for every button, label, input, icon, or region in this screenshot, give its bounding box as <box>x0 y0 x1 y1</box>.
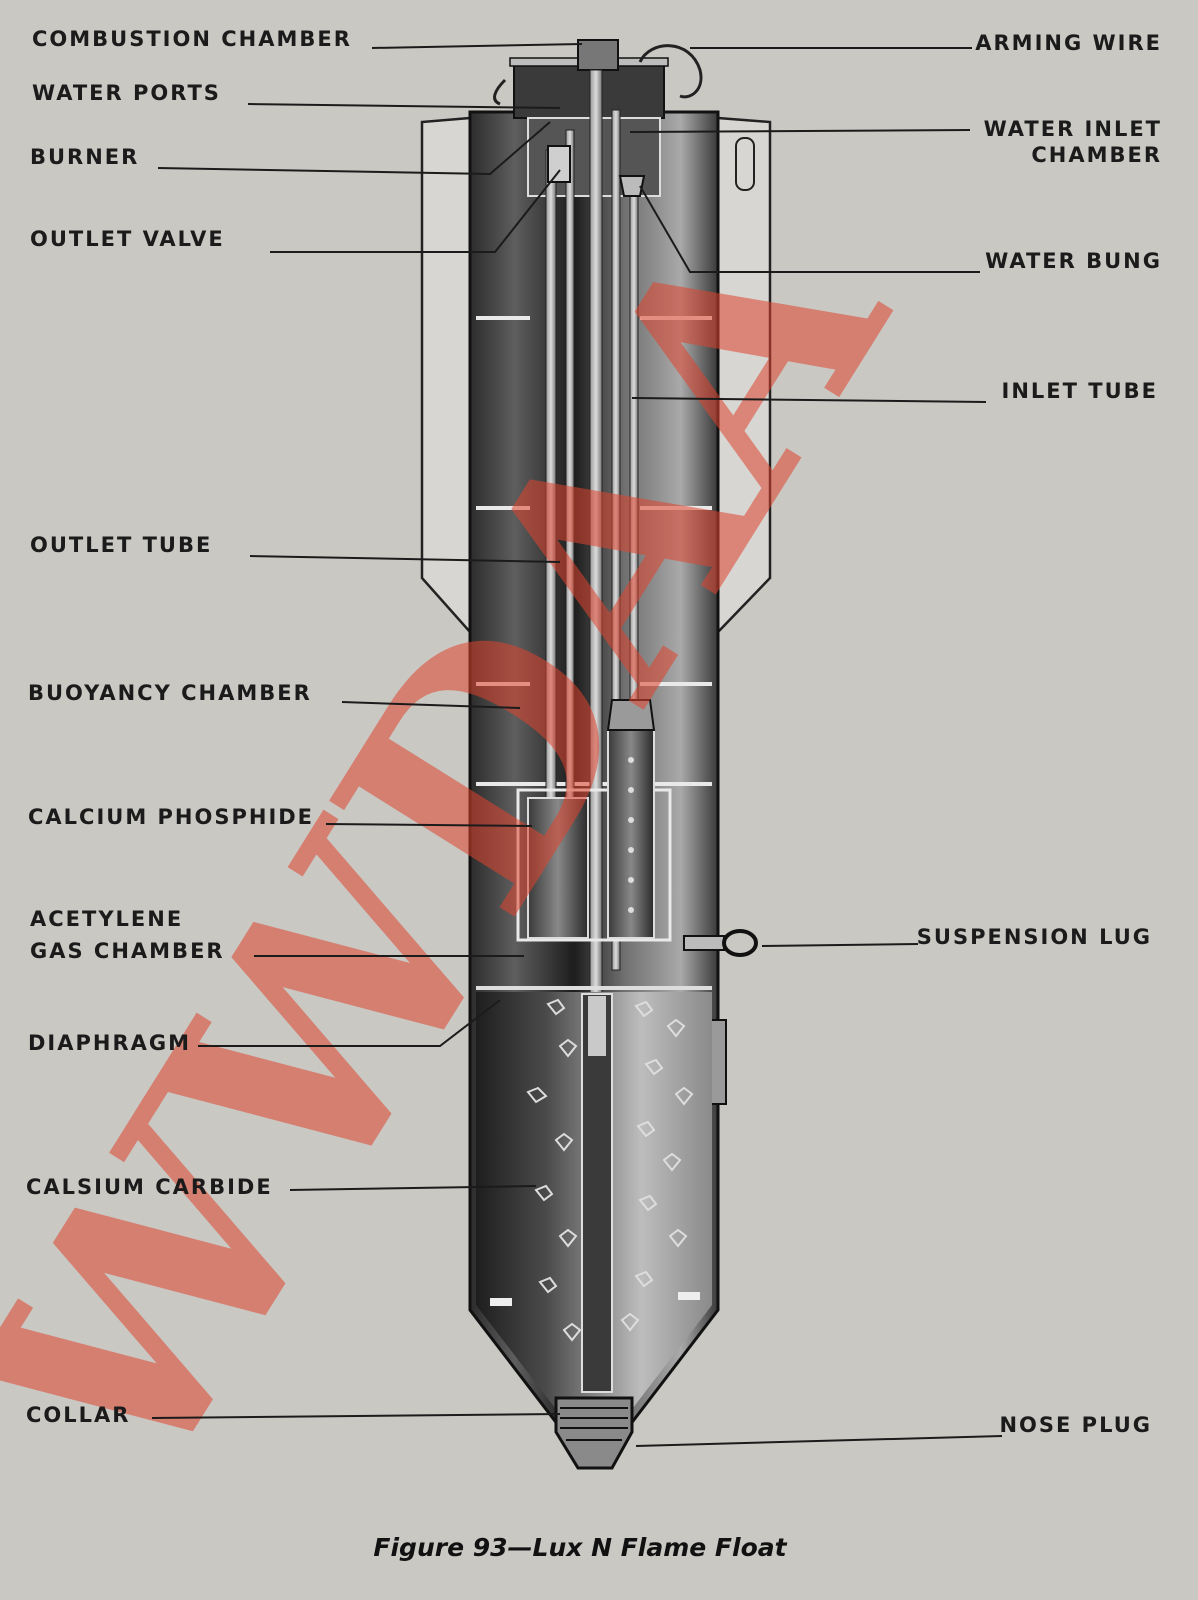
label-nose-plug: NOSE PLUG <box>999 1413 1152 1437</box>
label-water-bung: WATER BUNG <box>985 249 1162 273</box>
phosphide-holes <box>628 757 634 913</box>
label-water-inlet-line2: CHAMBER <box>1031 143 1162 167</box>
cap-clip <box>493 78 507 106</box>
phosphide-canister-outer <box>527 797 589 939</box>
float-body <box>420 39 772 1470</box>
leader-lines <box>151 43 1003 1447</box>
carbide-core-tube <box>581 993 613 1393</box>
label-water-ports: WATER PORTS <box>32 81 221 105</box>
carbide-core-cap <box>588 996 606 1056</box>
label-calsium-carbide: CALSIUM CARBIDE <box>26 1175 273 1199</box>
label-outlet-valve: OUTLET VALVE <box>30 227 225 251</box>
label-water-inlet-line1: WATER INLET <box>984 117 1162 141</box>
label-acetylene-line2: GAS CHAMBER <box>30 939 225 963</box>
carbide-granules <box>526 998 694 1342</box>
burner-body <box>547 145 571 183</box>
label-inlet-tube: INLET TUBE <box>1002 379 1158 403</box>
label-combustion-chamber: COMBUSTION CHAMBER <box>32 27 352 51</box>
carbide-highlights <box>490 1292 700 1306</box>
label-acetylene-line1: ACETYLENE <box>30 907 183 931</box>
phosphide-canister-inner <box>607 729 655 939</box>
nose-plug-shape <box>554 1396 634 1470</box>
labels: COMBUSTION CHAMBER WATER PORTS BURNER OU… <box>26 27 1162 1437</box>
label-calcium-phosphide: CALCIUM PHOSPHIDE <box>28 805 314 829</box>
nose-threads <box>560 1407 628 1441</box>
label-burner: BURNER <box>30 145 139 169</box>
suspension-lug-shape <box>683 929 758 957</box>
arming-wire-loop <box>638 44 703 99</box>
figure-caption: Figure 93—Lux N Flame Float <box>373 1533 787 1562</box>
label-diaphragm: DIAPHRAGM <box>28 1031 191 1055</box>
cap-stem <box>577 39 619 71</box>
phosphide-head <box>606 699 656 731</box>
label-outlet-tube: OUTLET TUBE <box>30 533 212 557</box>
label-buoyancy-chamber: BUOYANCY CHAMBER <box>28 681 312 705</box>
label-arming-wire: ARMING WIRE <box>975 31 1162 55</box>
fin-slot <box>735 137 755 191</box>
acetylene-gas-chamber <box>516 788 672 942</box>
water-bung-cap <box>618 175 646 197</box>
label-collar: COLLAR <box>26 1403 130 1427</box>
label-suspension-lug: SUSPENSION LUG <box>917 925 1152 949</box>
